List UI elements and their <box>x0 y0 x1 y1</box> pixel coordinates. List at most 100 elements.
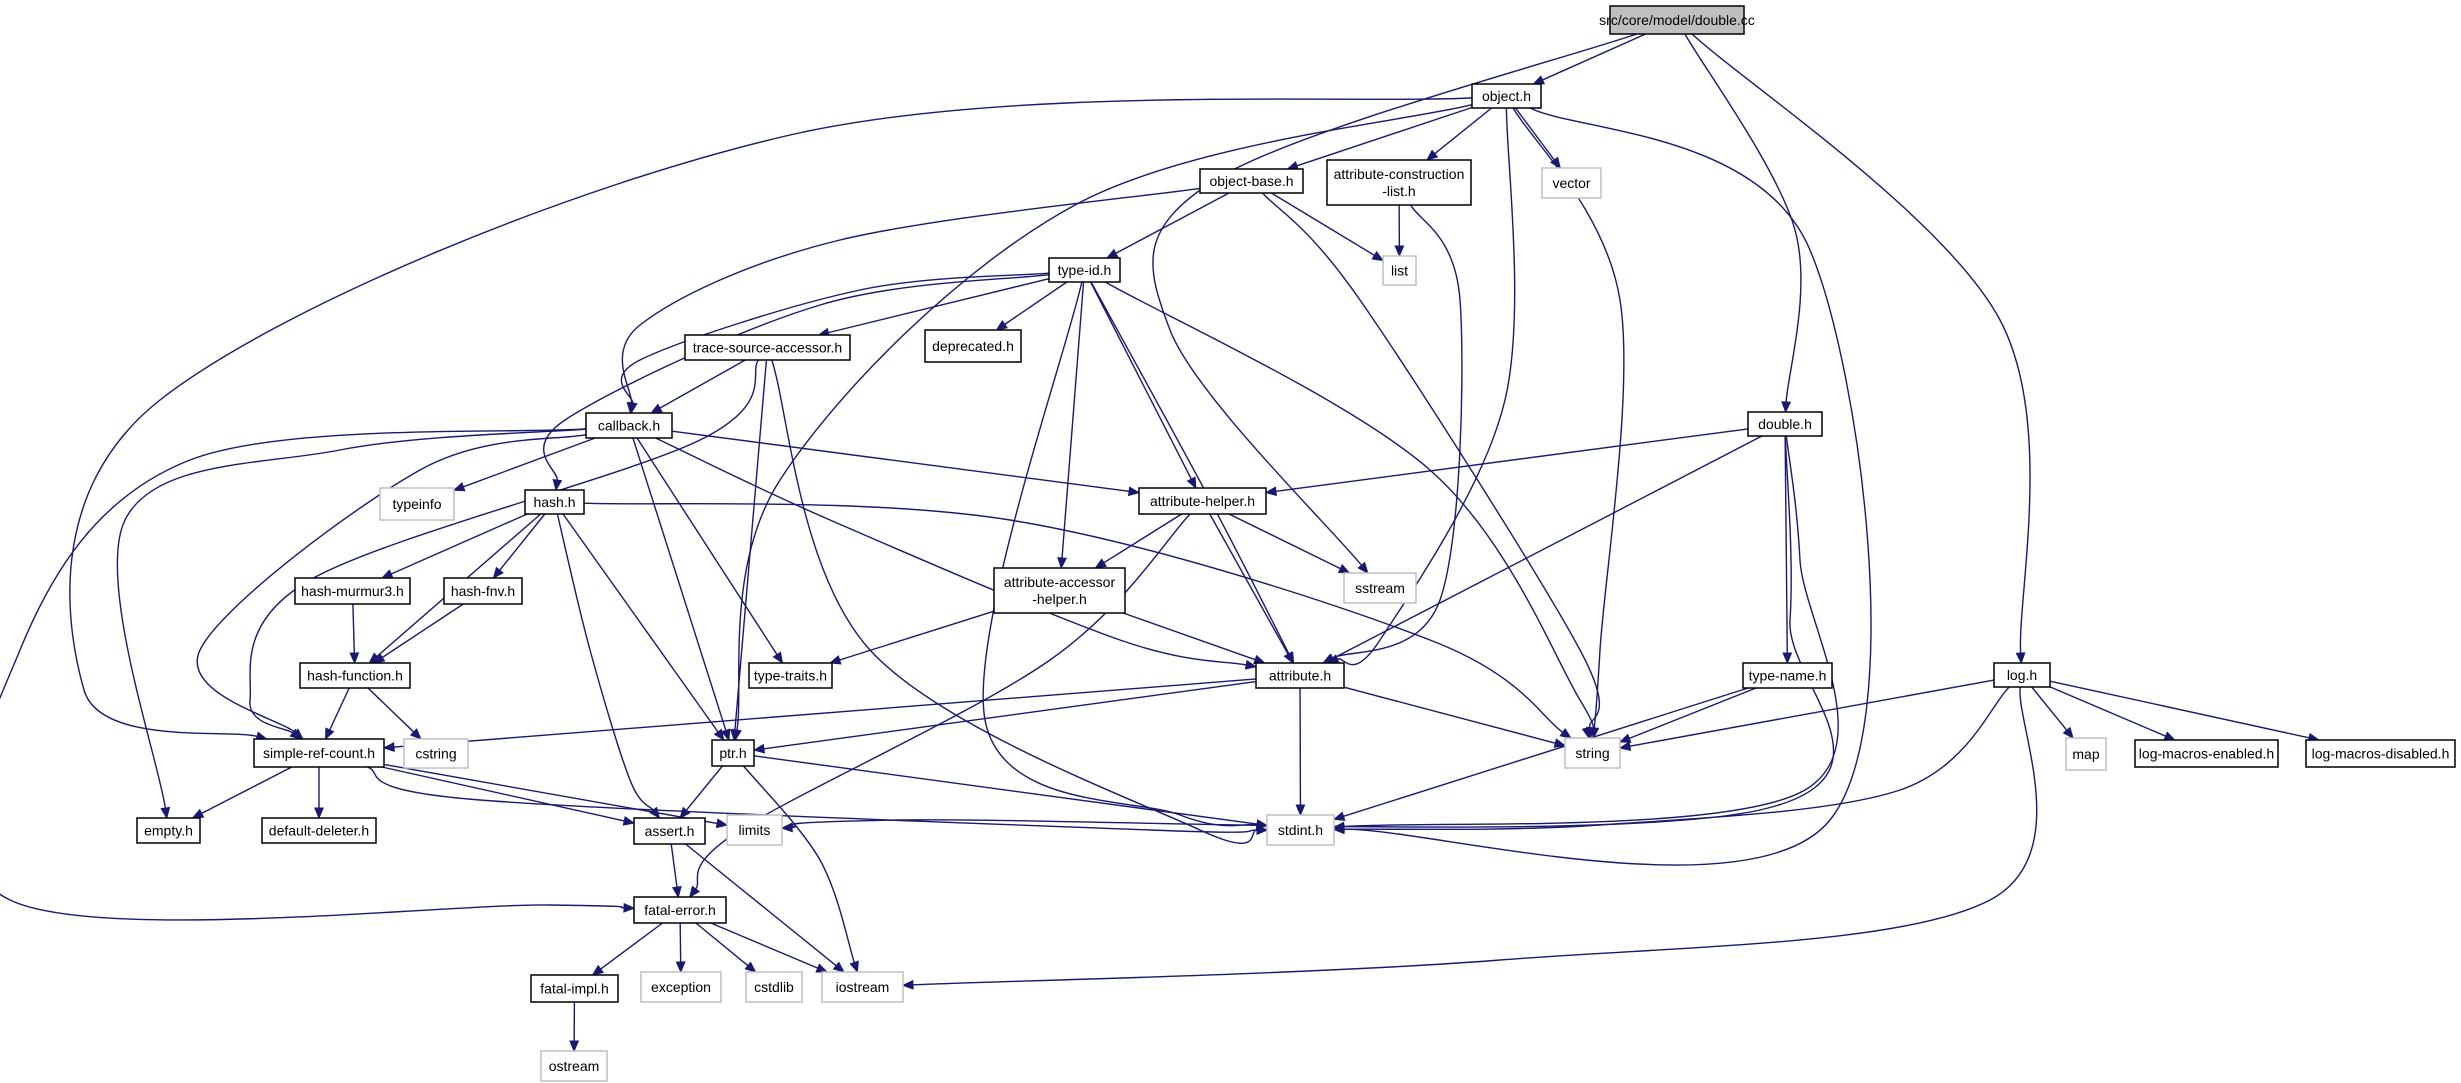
node-double-cc[interactable]: src/core/model/double.cc <box>1599 5 1755 35</box>
arrowhead-icon <box>1618 741 1632 752</box>
edge-line <box>1115 192 1230 254</box>
node-callback-h[interactable]: callback.h <box>585 412 673 439</box>
edge-line <box>695 922 749 967</box>
edge-object-h-to-attr-construction-list-h <box>1425 107 1493 161</box>
node-label: fatal-impl.h <box>540 981 608 997</box>
edge-line <box>1122 612 1256 661</box>
edge-line <box>393 678 1257 748</box>
edge-assert-h-to-fatal-error-h <box>670 843 682 899</box>
node-label: log-macros-enabled.h <box>2139 746 2274 762</box>
edge-line <box>763 680 1257 750</box>
edge-line <box>556 513 654 811</box>
node-label: hash-function.h <box>307 668 403 684</box>
node-label: ptr.h <box>719 745 746 761</box>
node-box <box>1541 167 1602 199</box>
arrowhead-icon <box>1283 651 1294 665</box>
edge-line <box>1629 679 1995 747</box>
node-trace-source-accessor-h[interactable]: trace-source-accessor.h <box>684 334 851 361</box>
node-label: typeinfo <box>392 496 441 512</box>
node-label: vector <box>1552 175 1590 191</box>
node-label: -helper.h <box>1032 591 1086 607</box>
edge-fatal-impl-h-to-ostream <box>569 1001 580 1053</box>
edge-log-h-to-log-macros-disabled-h <box>2049 680 2321 743</box>
edge-line <box>1090 281 1192 480</box>
edge-line <box>583 502 1564 733</box>
node-box <box>585 412 673 439</box>
node-label: ostream <box>549 1058 600 1074</box>
node-label: assert.h <box>645 823 695 839</box>
edge-hash-h-to-assert-h <box>556 513 661 820</box>
node-hash-fnv-h[interactable]: hash-fnv.h <box>443 577 523 605</box>
edge-line <box>366 766 1258 833</box>
arrowhead-icon <box>569 1040 580 1053</box>
edge-type-id-h-to-hash-h <box>542 274 1050 492</box>
arrowhead-icon <box>671 885 682 899</box>
node-attr-construction-list-h[interactable]: attribute-construction-list.h <box>1326 159 1472 206</box>
edge-simple-ref-count-h-to-default-deleter-h <box>314 767 324 820</box>
node-box <box>1471 83 1542 109</box>
node-type-id-h[interactable]: type-id.h <box>1048 257 1121 283</box>
edge-attr-construction-list-h-to-list <box>1394 204 1405 258</box>
arrowhead-icon <box>1332 824 1345 835</box>
node-type-name-h[interactable]: type-name.h <box>1742 662 1833 689</box>
node-attribute-accessor-helper-h[interactable]: attribute-accessor-helper.h <box>993 567 1126 614</box>
node-default-deleter-h[interactable]: default-deleter.h <box>261 817 377 844</box>
arrowhead-icon <box>627 401 638 415</box>
edge-type-name-h-to-stdint-h <box>1332 687 1749 821</box>
edge-log-h-to-string <box>1618 679 1995 752</box>
node-simple-ref-count-h[interactable]: simple-ref-count.h <box>253 738 385 768</box>
node-log-h[interactable]: log.h <box>1993 662 2051 688</box>
node-fatal-error-h[interactable]: fatal-error.h <box>633 896 727 924</box>
node-label: hash.h <box>533 494 575 510</box>
edge-attribute-h-to-stdint-h <box>1295 687 1306 817</box>
node-box <box>1138 487 1267 515</box>
node-hash-murmur3-h[interactable]: hash-murmur3.h <box>294 577 411 605</box>
edge-line <box>1434 107 1493 155</box>
node-label: log-macros-disabled.h <box>2312 746 2450 762</box>
arrowhead-icon <box>1781 401 1792 414</box>
edge-line <box>383 763 718 825</box>
node-box <box>253 738 385 768</box>
edge-line <box>671 430 1130 493</box>
node-object-h[interactable]: object.h <box>1471 83 1542 109</box>
edge-object-h-to-vector <box>1514 107 1562 170</box>
edge-line <box>1103 513 1183 564</box>
node-attribute-h[interactable]: attribute.h <box>1255 662 1345 689</box>
node-object-base-h[interactable]: object-base.h <box>1199 168 1304 194</box>
edge-line <box>679 922 682 963</box>
edge-line <box>1228 513 1341 570</box>
edge-callback-h-to-empty-h <box>116 428 587 820</box>
node-label: string <box>1575 745 1609 761</box>
node-box <box>924 329 1022 363</box>
node-empty-h[interactable]: empty.h <box>136 817 201 844</box>
node-double-h[interactable]: double.h <box>1747 411 1823 437</box>
node-map: map <box>2065 737 2107 771</box>
arrowhead-icon <box>314 807 324 820</box>
node-hash-function-h[interactable]: hash-function.h <box>299 662 411 689</box>
edge-line <box>196 433 587 733</box>
edge-line <box>499 513 546 571</box>
edge-fatal-error-h-to-iostream <box>710 922 829 973</box>
node-deprecated-h[interactable]: deprecated.h <box>924 329 1022 363</box>
edge-hash-function-h-to-simple-ref-count-h <box>324 687 350 741</box>
edge-assert-h-to-iostream <box>685 843 845 973</box>
node-label: type-traits.h <box>754 668 827 684</box>
node-attribute-helper-h[interactable]: attribute-helper.h <box>1138 487 1267 515</box>
node-fatal-impl-h[interactable]: fatal-impl.h <box>530 974 619 1003</box>
edge-line <box>659 359 746 409</box>
node-hash-h[interactable]: hash.h <box>524 489 585 515</box>
node-log-macros-enabled-h[interactable]: log-macros-enabled.h <box>2134 739 2279 768</box>
arrowhead-icon <box>730 729 740 742</box>
node-label: type-id.h <box>1058 262 1112 278</box>
arrowhead-icon <box>1094 558 1107 569</box>
node-label: -list.h <box>1382 183 1415 199</box>
node-box <box>1382 255 1417 286</box>
node-assert-h[interactable]: assert.h <box>633 817 706 845</box>
node-ptr-h[interactable]: ptr.h <box>711 739 755 767</box>
node-box <box>261 817 377 844</box>
node-log-macros-disabled-h[interactable]: log-macros-disabled.h <box>2305 739 2456 768</box>
node-type-traits-h[interactable]: type-traits.h <box>748 662 833 689</box>
arrowhead-icon <box>780 822 793 833</box>
edge-double-h-to-limits <box>780 435 1835 833</box>
